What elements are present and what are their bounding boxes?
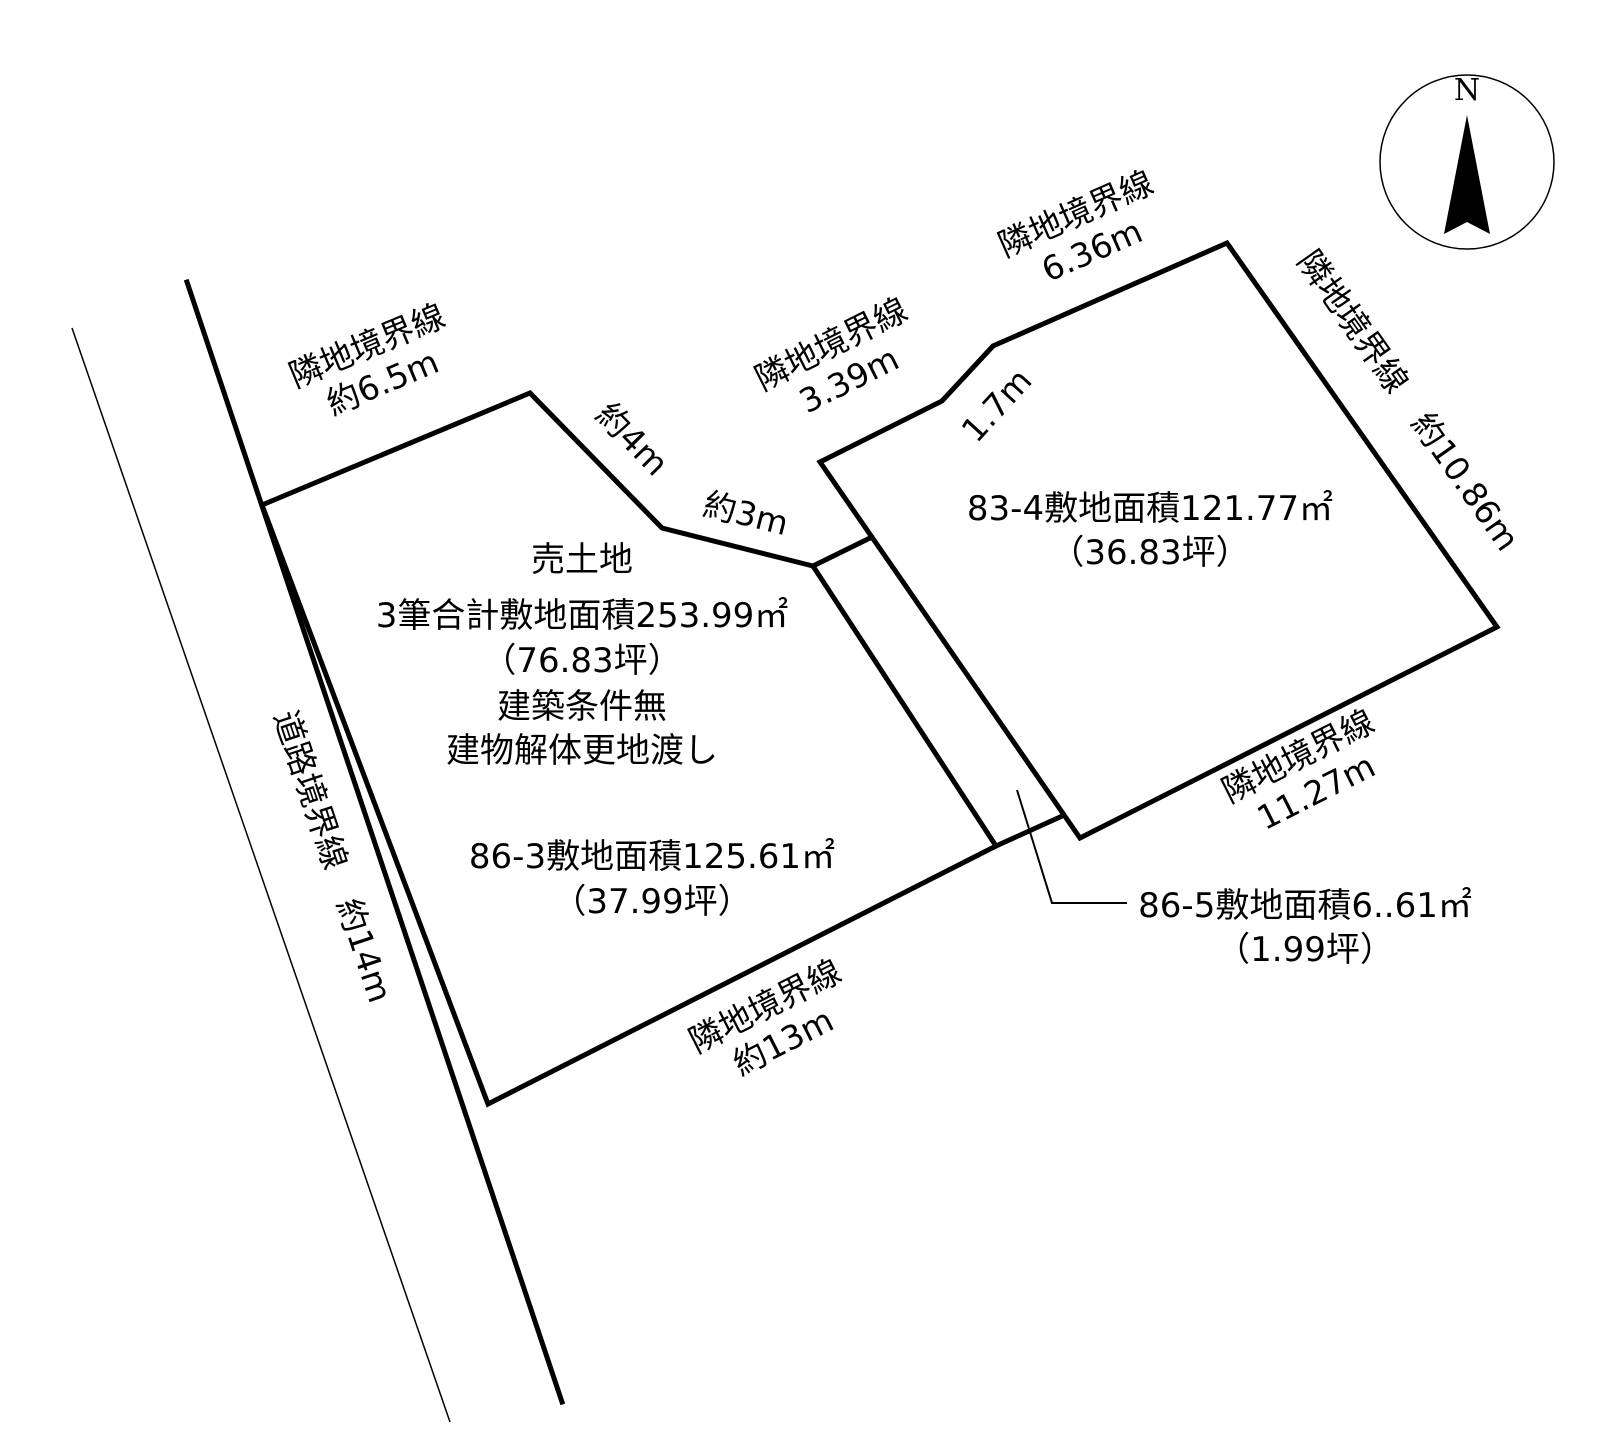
compass-circle <box>1379 74 1555 250</box>
parcel-83-4-area: 83-4敷地面積121.77㎡ <box>967 489 1333 529</box>
parcel-83-4-outline <box>816 239 1501 842</box>
parcel-86-5-leader <box>1016 789 1127 904</box>
parcel-86-5-top-edge <box>809 534 874 570</box>
north-letter: N <box>1454 73 1480 108</box>
north-compass: N <box>1379 73 1555 250</box>
parcel-86-5-area: 86-5敷地面積6..61㎡ <box>1138 886 1472 926</box>
north-arrow-icon <box>1444 115 1490 234</box>
parcel-83-4-tsubo: （36.83坪） <box>1050 533 1249 573</box>
sale-total-tsubo: （76.83坪） <box>482 641 681 681</box>
road-edge-thin-line <box>71 327 451 1423</box>
parcel-86-5-tsubo: （1.99坪） <box>1216 930 1394 970</box>
sale-delivery: 建物解体更地渡し <box>446 731 718 771</box>
road-edge-line <box>183 278 566 1406</box>
parcel-86-5-bottom-edge <box>992 813 1064 850</box>
notch-length-1: 約4m <box>588 395 676 484</box>
sale-condition: 建築条件無 <box>497 687 667 727</box>
parcel-86-3-area: 86-3敷地面積125.61㎡ <box>469 837 835 877</box>
parcel-86-3-tsubo: （37.99坪） <box>552 882 751 922</box>
sale-total-area: 3筆合計敷地面積253.99㎡ <box>376 596 789 636</box>
notch-length-2: 約3m <box>699 484 792 543</box>
sale-title: 売土地 <box>531 540 633 580</box>
